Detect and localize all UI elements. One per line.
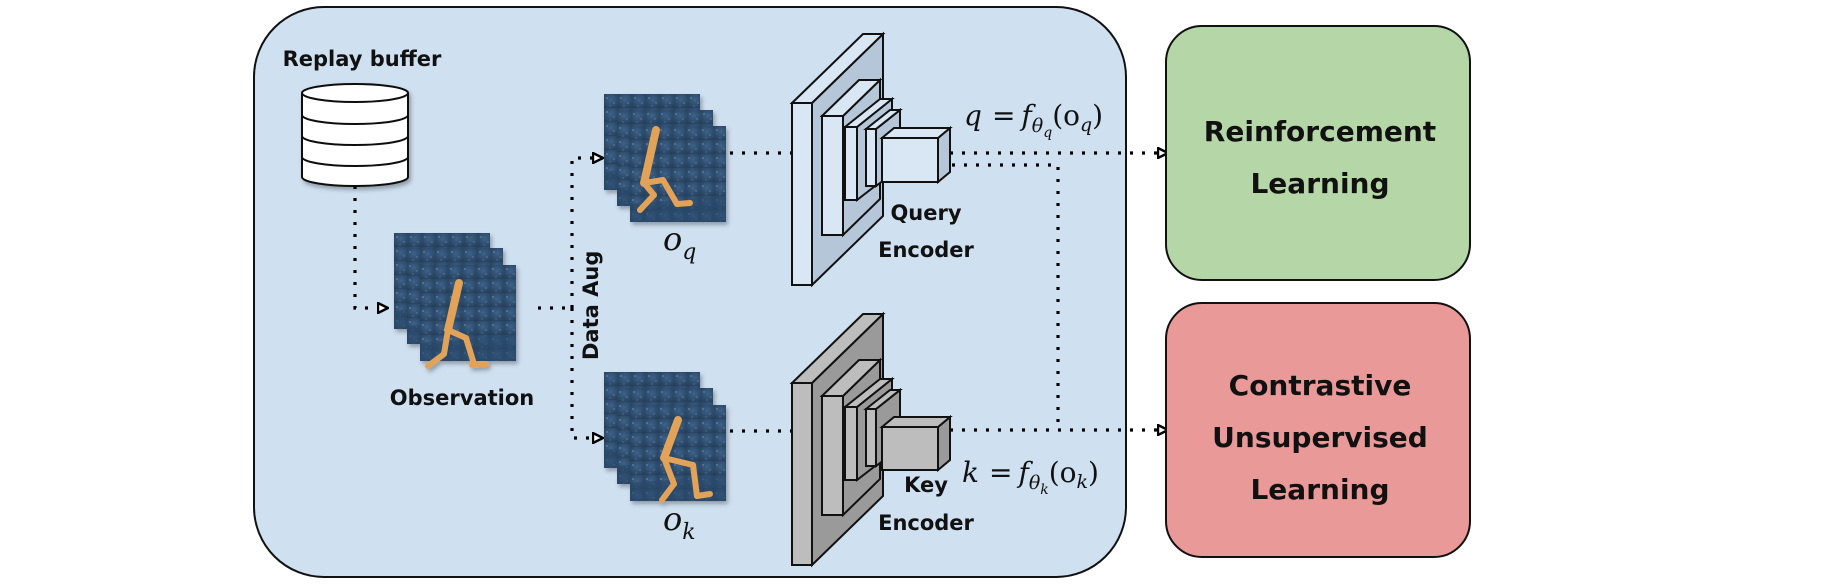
buffer-to-observation-connector <box>353 186 388 308</box>
key-observation-label: ok <box>663 500 696 545</box>
data-aug-label: Data Aug <box>579 251 603 360</box>
query-encoder-icon <box>789 31 953 288</box>
query-encoder-label-line1: Query <box>890 201 961 225</box>
walker-figure <box>425 279 489 369</box>
replay-buffer-label: Replay buffer <box>283 47 442 71</box>
rl-box-line1: Reinforcement <box>1204 115 1436 148</box>
key-formula: k=fθk(ok) <box>962 456 1099 498</box>
rl-box-line2: Learning <box>1250 167 1389 200</box>
database-icon <box>301 83 409 187</box>
key-encoder-icon <box>789 311 953 568</box>
reinforcement-learning-box <box>1165 25 1471 281</box>
observation-image-stack <box>394 233 516 369</box>
walker-figure <box>637 126 693 213</box>
key-encoder-label-line2: Encoder <box>878 511 974 535</box>
connectors <box>353 153 1168 438</box>
observation-label: Observation <box>390 386 534 410</box>
key-encoder-label-line1: Key <box>904 473 948 497</box>
walker-figure <box>659 416 713 503</box>
query-encoder-label-line2: Encoder <box>878 238 974 262</box>
query-observation-image-stack <box>604 94 726 222</box>
contrastive-box-line3: Learning <box>1250 473 1389 506</box>
query-formula: q=fθq(oq) <box>964 99 1103 141</box>
query-observation-label: oq <box>663 220 696 265</box>
aug-to-query-connector <box>570 158 603 308</box>
contrastive-box-line1: Contrastive <box>1229 369 1412 402</box>
contrastive-box-line2: Unsupervised <box>1212 421 1428 454</box>
contrastive-learning-box <box>1165 302 1471 558</box>
key-observation-image-stack <box>604 372 726 503</box>
